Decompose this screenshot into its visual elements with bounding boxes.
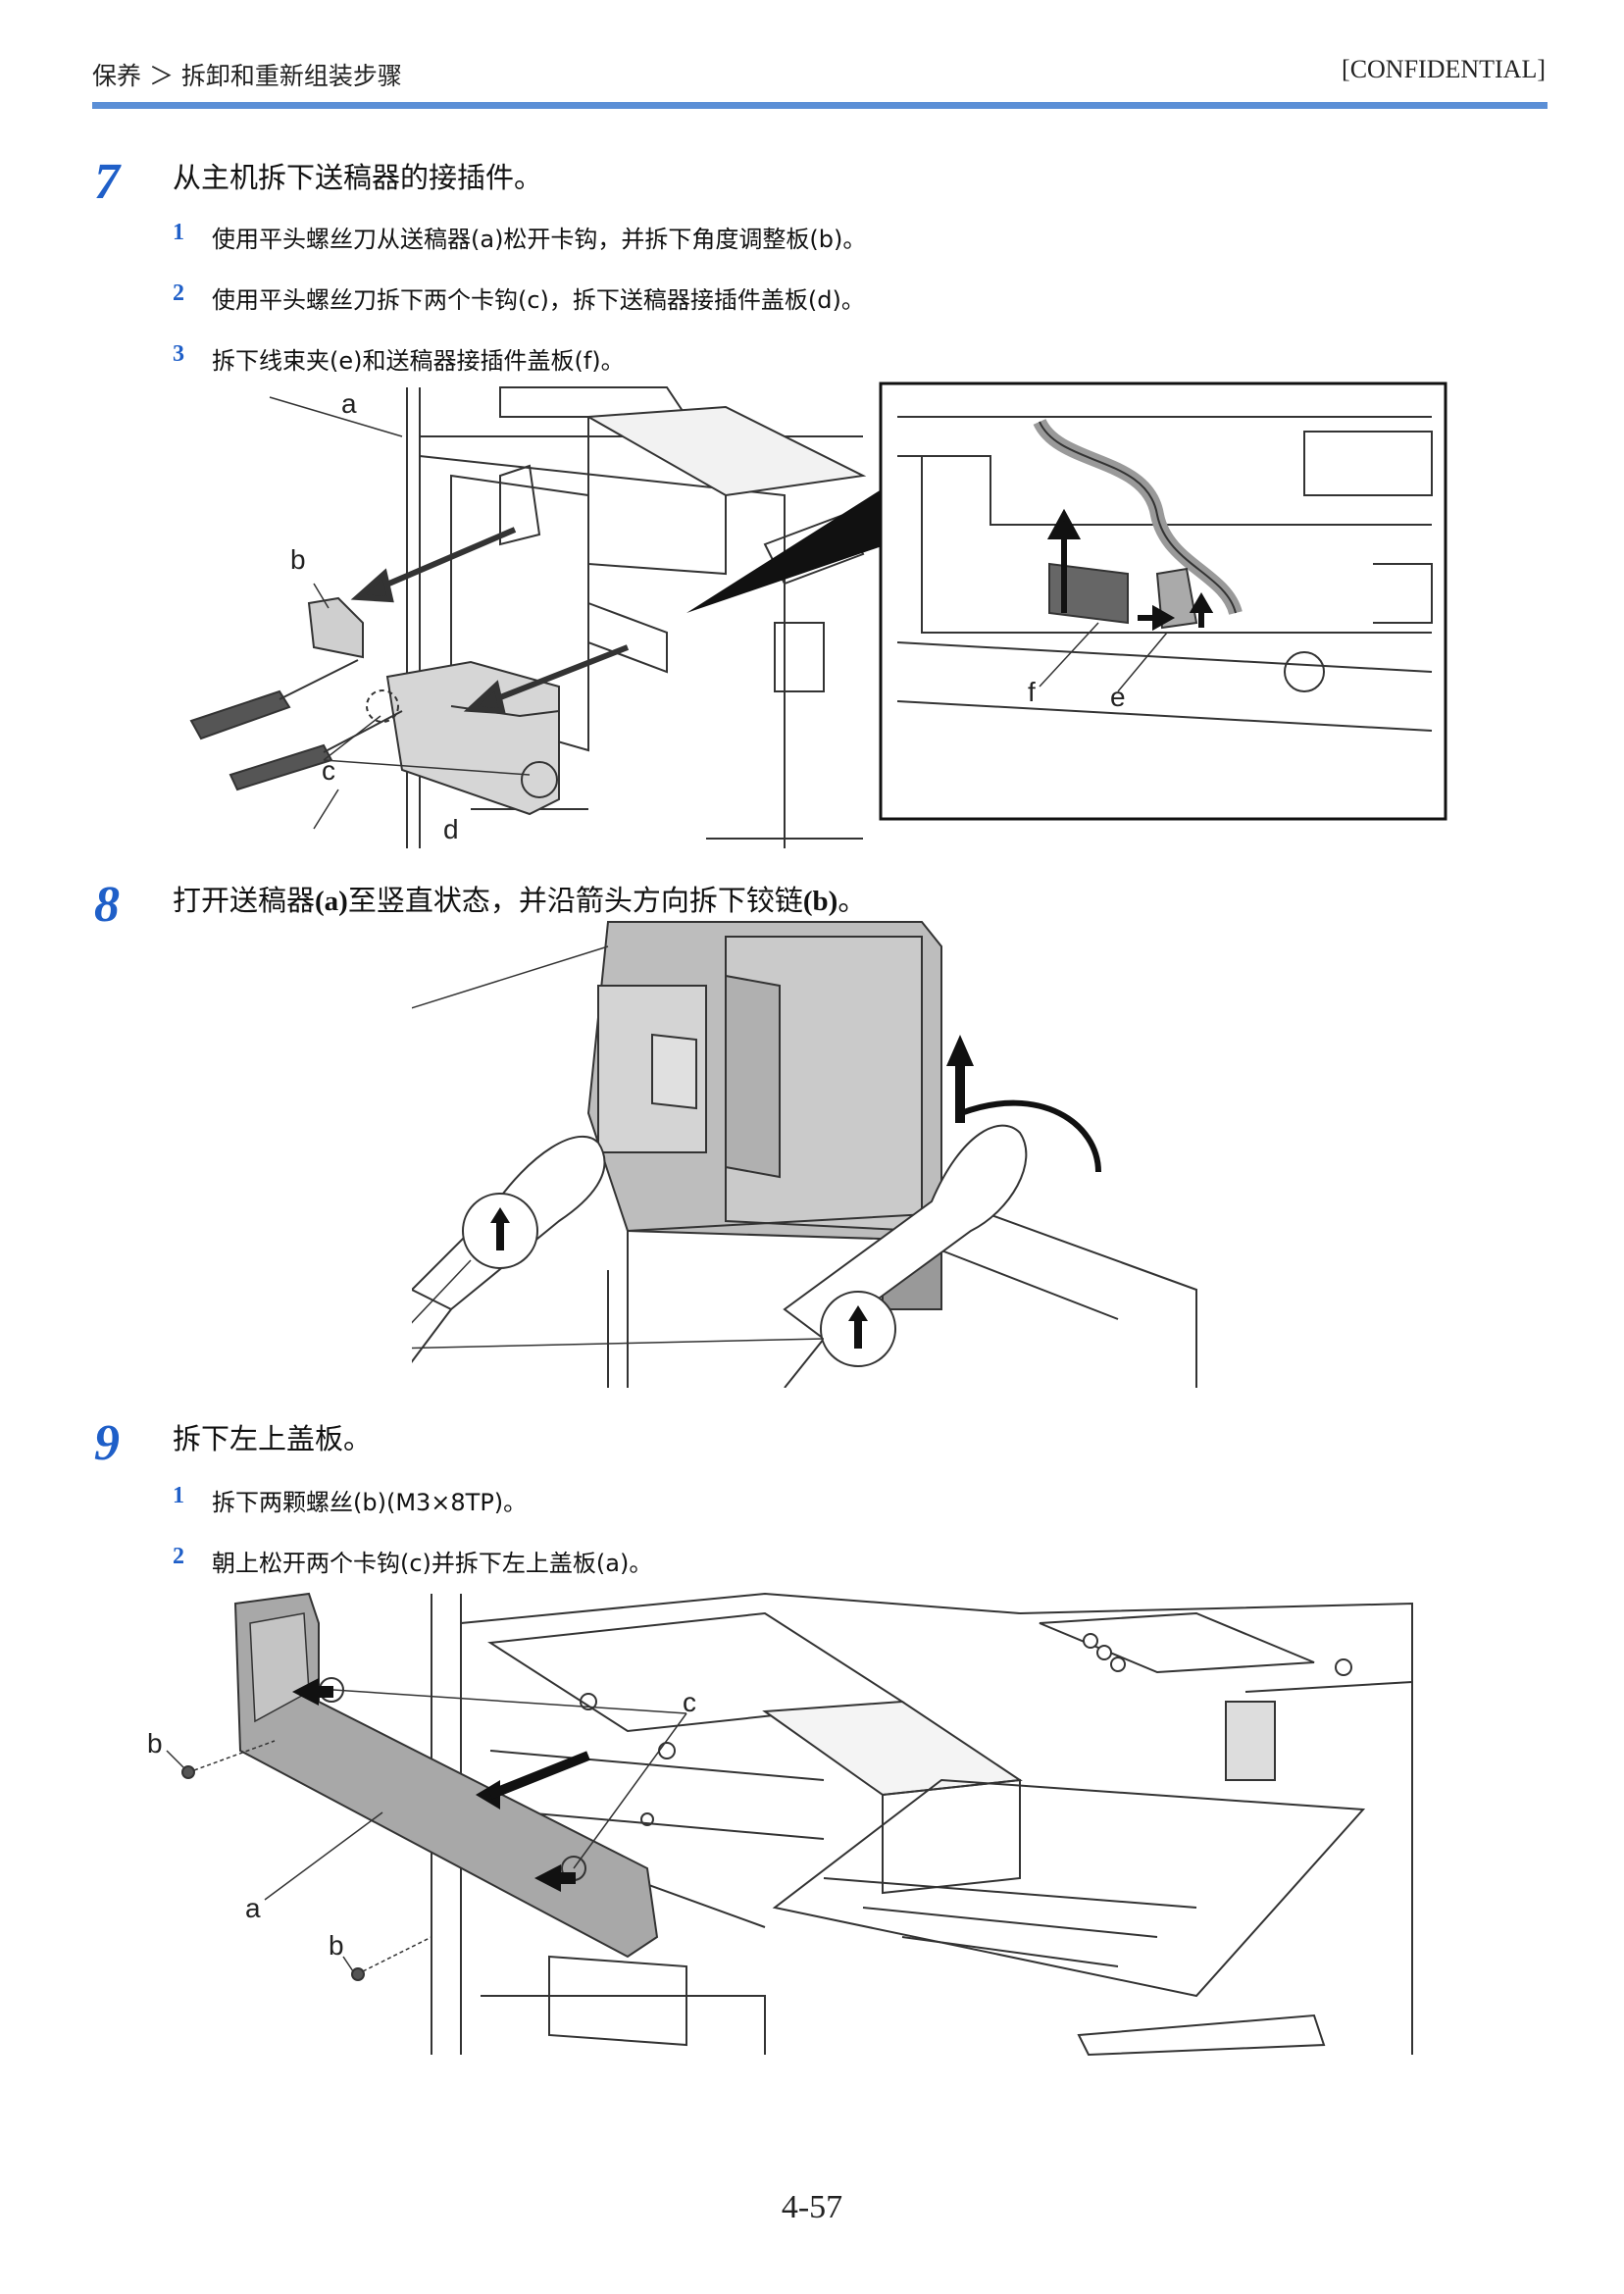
step-7-substep-1-number: 1 — [173, 220, 184, 245]
fig9-label-b: b — [147, 1728, 163, 1759]
step-7-substep-3-number: 3 — [173, 341, 184, 367]
figure-step-9: b c a b — [147, 1592, 1413, 2057]
step-9-substep-2-number: 2 — [173, 1544, 184, 1569]
header-rule — [92, 102, 1548, 109]
step-7-substep-3-text: 拆下线束夹(e)和送稿器接插件盖板(f)。 — [212, 347, 625, 375]
step-7-substep-2-text: 使用平头螺丝刀拆下两个卡钩(c)，拆下送稿器接插件盖板(d)。 — [212, 286, 865, 314]
fig7-label-f: f — [1028, 677, 1036, 707]
fig7-label-e: e — [1110, 682, 1126, 712]
figure-step-8: a b — [412, 921, 1197, 1388]
step-9-substep-1-number: 1 — [173, 1483, 184, 1508]
breadcrumb: 保养 ＞ 拆卸和重新组装步骤 — [92, 62, 402, 90]
step-9-number: 9 — [94, 1415, 120, 1471]
step-9-title: 拆下左上盖板。 — [173, 1422, 373, 1455]
step-9-substep-1-text: 拆下两颗螺丝(b)(M3×8TP)。 — [212, 1489, 528, 1516]
fig7-label-b: b — [290, 544, 306, 575]
fig7-label-c: c — [322, 755, 335, 786]
fig9-label-b2: b — [329, 1930, 344, 1961]
fig9-label-a: a — [245, 1893, 261, 1923]
fig9-label-c: c — [683, 1687, 696, 1717]
step-8-number: 8 — [94, 877, 120, 933]
figure-step-7: a b c d f e — [189, 382, 1447, 848]
step-7-substep-1-text: 使用平头螺丝刀从送稿器(a)松开卡钩，并拆下角度调整板(b)。 — [212, 226, 867, 253]
step-8-title: 打开送稿器(a)至竖直状态，并沿箭头方向拆下铰链(b)。 — [173, 884, 867, 917]
confidential-label: [CONFIDENTIAL] — [1342, 55, 1546, 83]
fig7-label-a: a — [341, 388, 357, 419]
step-7-substep-2-number: 2 — [173, 280, 184, 306]
page-number: 4-57 — [781, 2189, 843, 2225]
fig7-label-d: d — [443, 814, 459, 844]
left-upper-cover — [233, 1592, 659, 1959]
step-7-number: 7 — [94, 154, 120, 210]
step-7-title: 从主机拆下送稿器的接插件。 — [173, 161, 543, 194]
step-9-substep-2-text: 朝上松开两个卡钩(c)并拆下左上盖板(a)。 — [212, 1550, 653, 1577]
